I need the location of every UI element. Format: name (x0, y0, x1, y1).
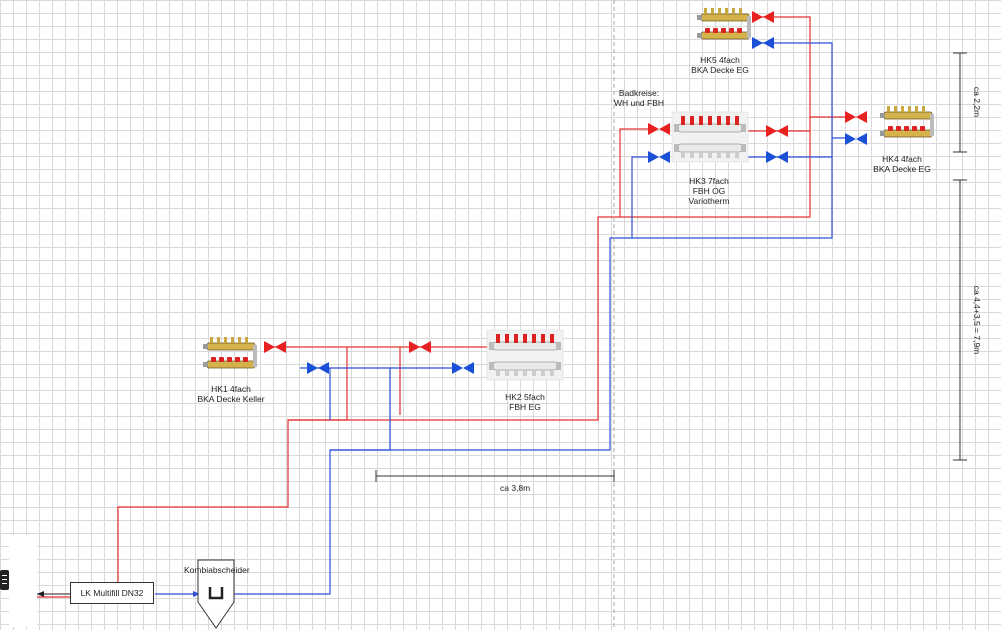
valve-icon (845, 133, 867, 145)
manifold-icon[interactable] (486, 329, 564, 381)
kombiabscheider-label: Kombiabscheider (184, 565, 250, 575)
pump-box[interactable]: LK Multifill DN32 (70, 582, 154, 604)
dim-vertical-bottom-label: ca 4,4+3,5 = 7,9m (972, 286, 982, 355)
left-panel (9, 535, 37, 627)
dimension-lines (375, 0, 967, 630)
valve-icon (264, 341, 286, 353)
arrow-left-icon (37, 591, 44, 597)
radiator-icon (0, 570, 9, 590)
valve-icon (648, 151, 670, 163)
valve-icon (845, 111, 867, 123)
dim-vertical-top-label: ca 2,2m (972, 87, 982, 117)
return-pipe-hk5 (632, 42, 833, 239)
valve-icon (648, 123, 670, 135)
manifold-icon[interactable] (202, 336, 258, 369)
manifolds (197, 7, 935, 629)
badkreise-label: Badkreise:WH und FBH (614, 88, 664, 108)
dim-horizontal-label: ca 3,8m (500, 483, 531, 493)
valve-icon (452, 362, 474, 374)
valve-icon (766, 151, 788, 163)
separator-icon (197, 559, 235, 629)
return-pipe-riser (330, 156, 650, 451)
manifold-icon[interactable] (879, 105, 935, 138)
manifold-icon[interactable] (671, 111, 749, 163)
pipe-lines (37, 16, 850, 598)
manifold-icon[interactable] (696, 7, 752, 40)
arrow-right-icon (193, 591, 200, 597)
valve-icon (307, 362, 329, 374)
supply-pipe-riser (288, 128, 650, 421)
valve-icon (409, 341, 431, 353)
valve-icon (766, 125, 788, 137)
valve-icon (752, 11, 774, 23)
valve-icon (752, 37, 774, 49)
supply-pipe-main (37, 346, 348, 598)
pump-label: LK Multifill DN32 (80, 588, 144, 598)
valves (264, 11, 867, 374)
